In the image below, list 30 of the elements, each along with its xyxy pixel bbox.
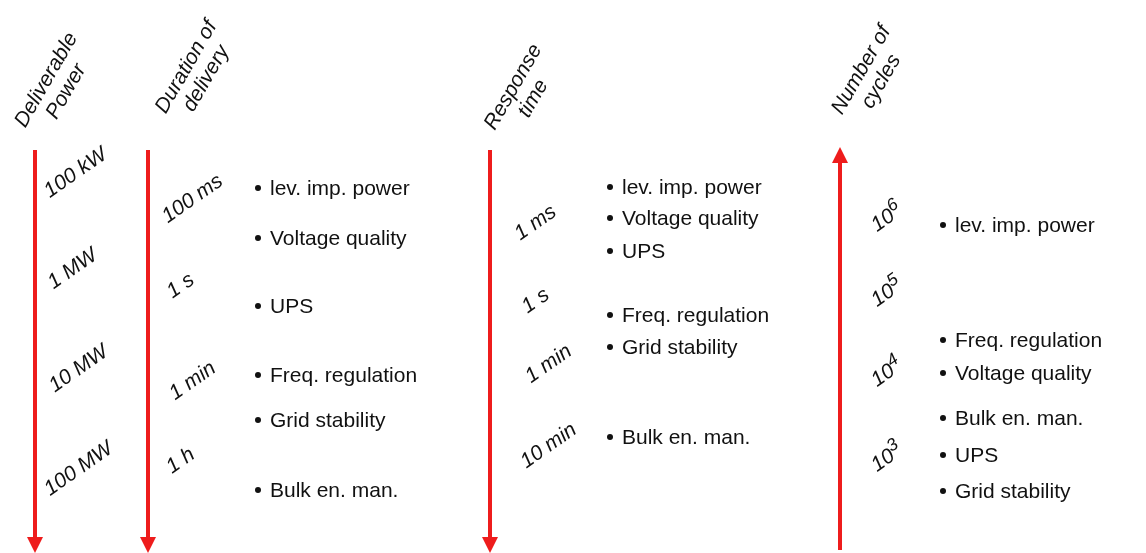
scale-value: 1 ms [509,199,561,245]
application-item: Voltage quality [955,361,1092,385]
application-item: Grid stability [622,335,738,359]
scale-value: 1 s [516,282,554,318]
application-item: UPS [955,443,999,467]
application-item: lev. imp. power [955,213,1095,237]
application-item: Freq. regulation [955,328,1103,352]
application-item: Bulk en. man. [955,406,1084,430]
scale-value: 1 min [164,355,220,405]
application-item: lev. imp. power [270,176,410,200]
application-item: Voltage quality [270,226,407,250]
scale-value: 10 MW [43,339,113,397]
scale-value: 100 kW [38,141,112,203]
application-item: Grid stability [955,479,1071,503]
scale-value: 100 MW [39,435,117,501]
application-item: Freq. regulation [622,303,770,327]
application-item: lev. imp. power [622,175,762,199]
scale-value: 100 ms [156,168,228,228]
application-item: Bulk en. man. [270,478,399,502]
application-item: UPS [622,239,666,263]
application-item: Grid stability [270,408,386,432]
scale-value: 1 s [161,267,199,303]
application-item: Freq. regulation [270,363,418,387]
scale-value: 10 min [515,417,581,473]
scale-value: 1 min [520,338,576,388]
application-item: Bulk en. man. [622,425,751,449]
application-item: UPS [270,294,314,318]
scale-value: 1 MW [42,242,102,294]
application-item: Voltage quality [622,206,759,230]
scale-value: 1 h [161,441,199,479]
